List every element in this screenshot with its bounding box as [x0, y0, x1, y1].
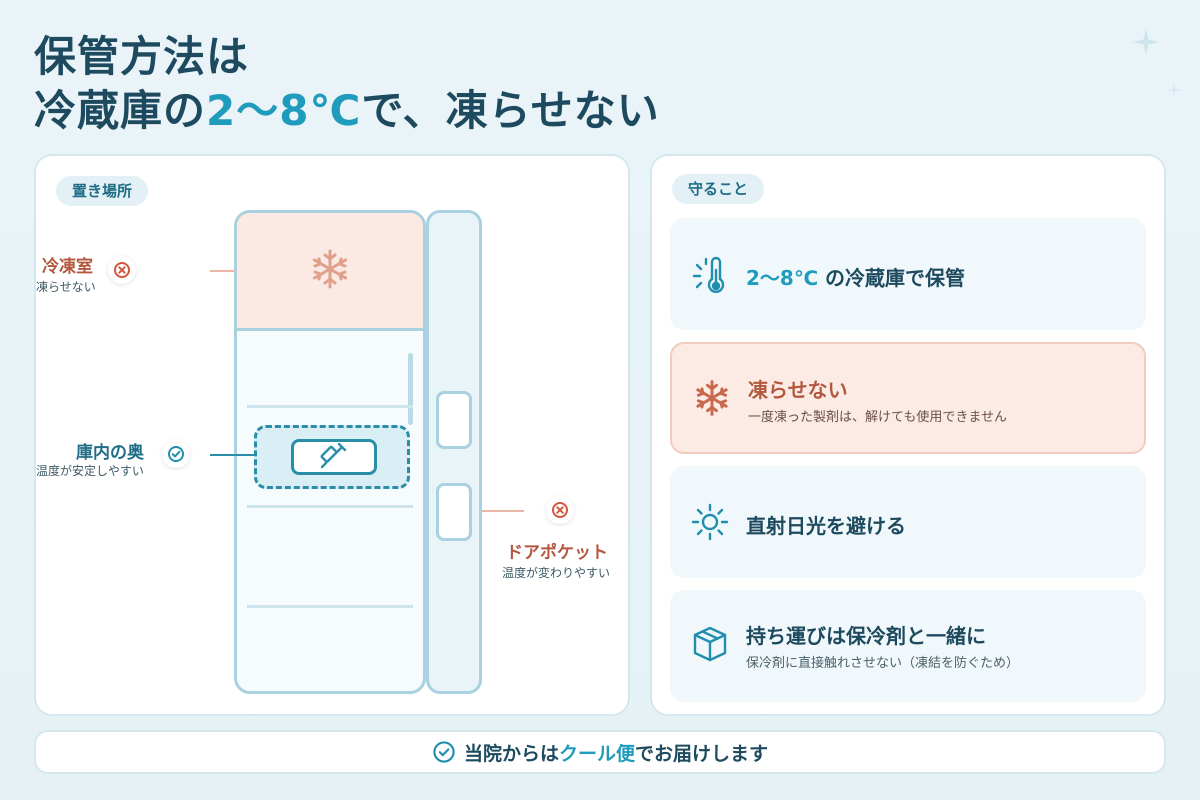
title-line-1: 保管方法は: [34, 32, 250, 81]
title-temperature: 2〜8℃: [206, 86, 362, 135]
rules-chip: 守ること: [672, 174, 765, 204]
rule-title: 凍らせない: [748, 378, 848, 402]
door-connector: [482, 510, 524, 512]
back-note: 温度が安定しやすい: [36, 464, 144, 478]
freezer-label: 冷凍室: [42, 257, 93, 277]
snowflake-icon: [692, 378, 732, 422]
check-circle-icon: [432, 740, 456, 764]
shelf: [247, 505, 413, 508]
rule-title: 2〜8℃ の冷蔵庫で保管: [746, 266, 966, 290]
door-pocket: [436, 391, 472, 449]
fridge-body: [234, 210, 426, 694]
freezer-note: 凍らせない: [36, 280, 96, 294]
shelf: [247, 405, 413, 408]
thermometer-icon: [690, 256, 730, 300]
sparkle-icon: [1130, 26, 1162, 62]
vial-box: [291, 439, 377, 475]
back-connector: [210, 454, 254, 456]
fridge-door: [426, 210, 482, 694]
x-circle-icon: [546, 496, 574, 524]
sun-icon: [690, 502, 730, 546]
title-line-2: 冷蔵庫の2〜8℃で、凍らせない: [34, 86, 660, 135]
shelf: [247, 605, 413, 608]
snowflake-icon: [308, 247, 352, 295]
rule-note: 保冷剤に直接触れさせない（凍結を防ぐため）: [746, 656, 1020, 671]
door-pocket-label: ドアポケット: [506, 543, 608, 563]
box-icon: [690, 624, 730, 668]
freezer-compartment: [237, 213, 423, 331]
rule-card-no-freeze: 凍らせない 一度凍った製剤は、解けても使用できません: [670, 342, 1146, 454]
cool-delivery: クール便: [558, 742, 635, 765]
freezer-connector: [210, 270, 236, 272]
rule-card-sunlight: 直射日光を避ける: [670, 466, 1146, 578]
delivery-note: 当院からはクール便でお届けします: [463, 742, 769, 765]
rule-card-temperature: 2〜8℃ の冷蔵庫で保管: [670, 218, 1146, 330]
syringe-icon: [319, 440, 349, 474]
rule-title: 持ち運びは保冷剤と一緒に: [746, 624, 986, 648]
rule-note: 一度凍った製剤は、解けても使用できません: [748, 410, 1007, 425]
sparkle-icon-small: [1166, 82, 1182, 102]
fridge-handle: [408, 353, 413, 425]
placement-panel: 置き場所: [34, 154, 630, 716]
rules-panel: 守ること 2〜8℃ の冷蔵庫で保管: [650, 154, 1166, 716]
rule-card-transport: 持ち運びは保冷剤と一緒に 保冷剤に直接触れさせない（凍結を防ぐため）: [670, 590, 1146, 702]
delivery-note-bar: 当院からはクール便でお届けします: [34, 730, 1166, 774]
placement-chip: 置き場所: [56, 176, 149, 206]
back-label: 庫内の奥: [76, 443, 144, 463]
check-circle-icon: [162, 440, 190, 468]
door-pocket-note: 温度が変わりやすい: [502, 566, 611, 580]
door-pocket: [436, 483, 472, 541]
x-circle-icon: [108, 256, 136, 284]
back-storage-zone: [254, 425, 410, 489]
rule-title: 直射日光を避ける: [746, 514, 906, 538]
page-title: 保管方法は 冷蔵庫の2〜8℃で、凍らせない: [34, 30, 660, 138]
